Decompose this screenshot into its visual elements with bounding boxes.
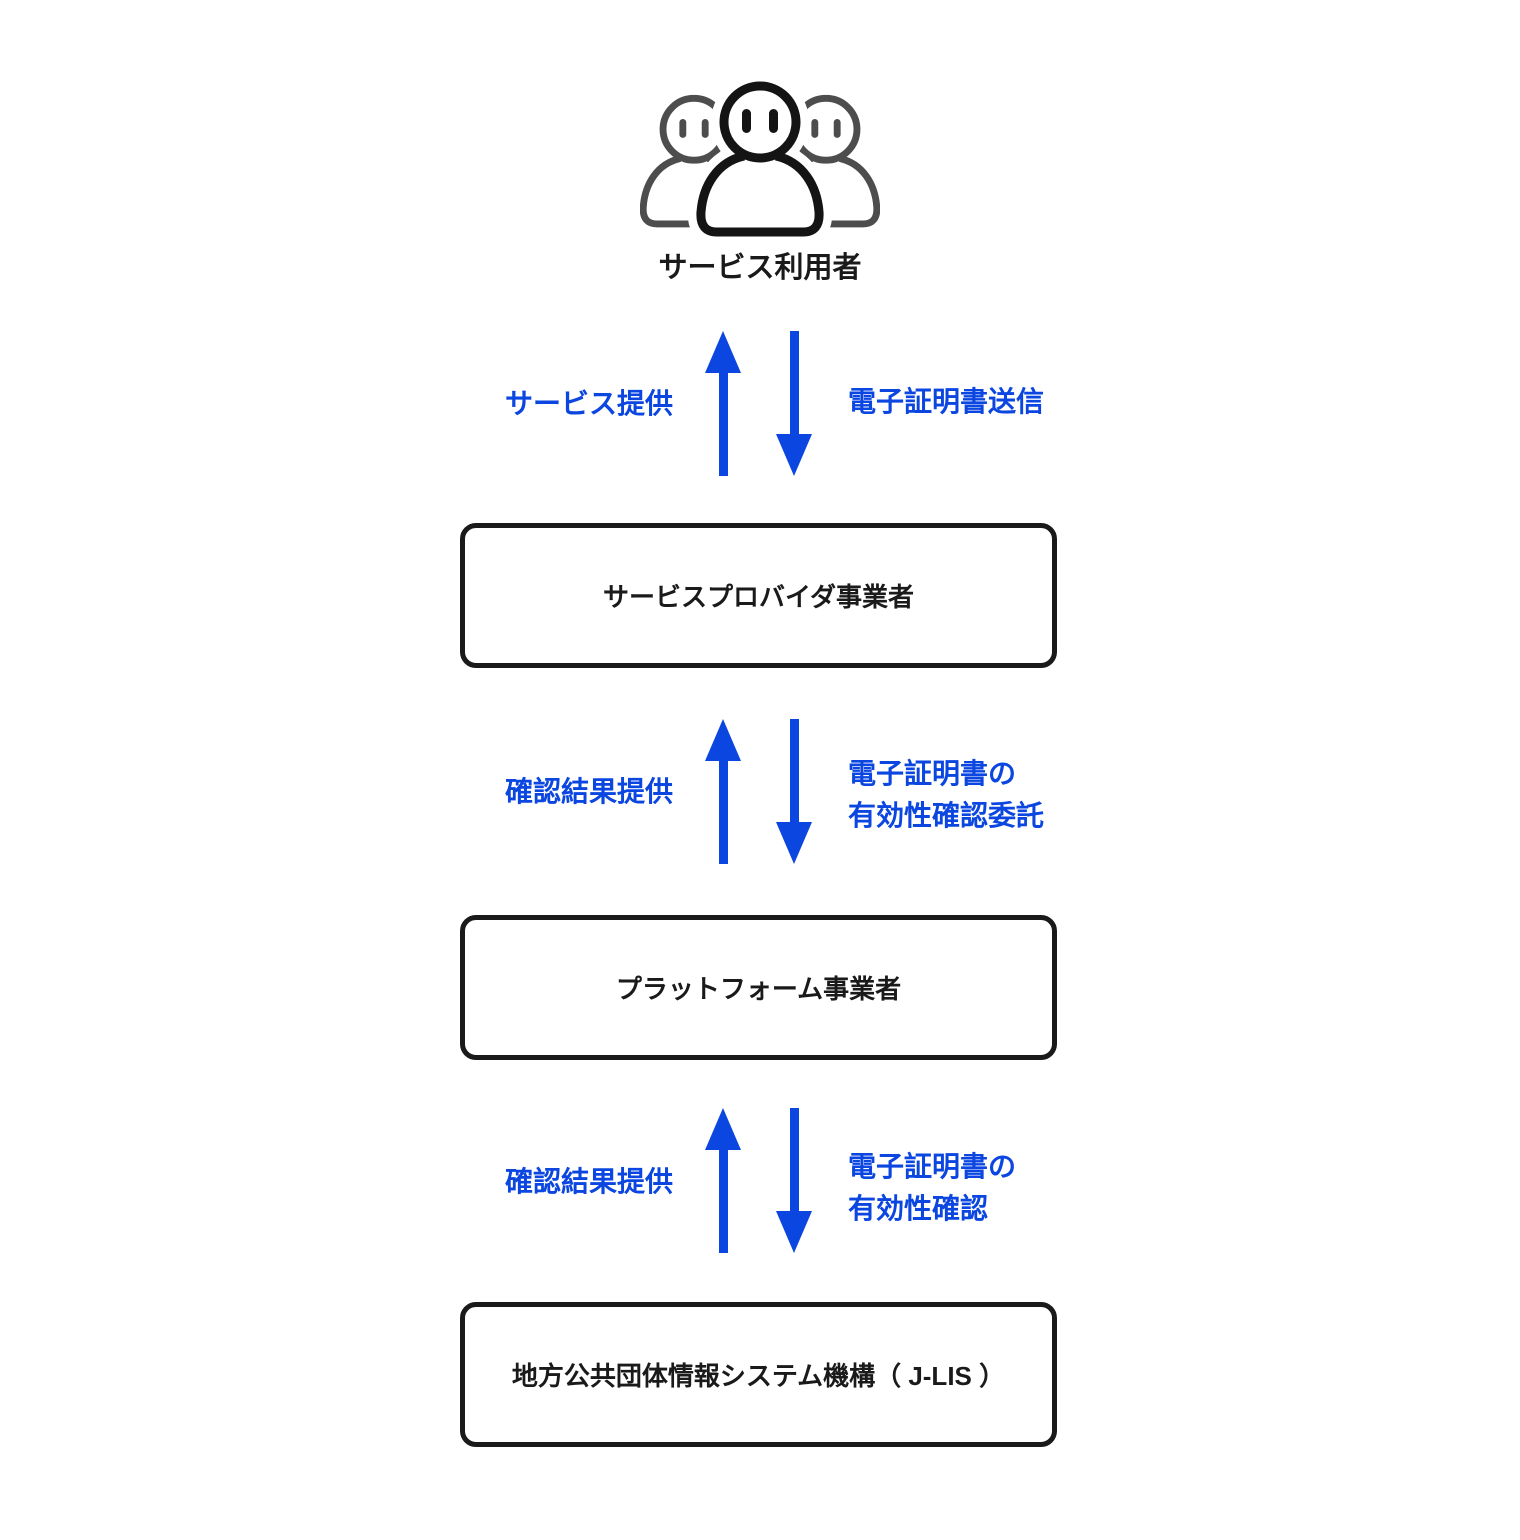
flow3-up-label: 確認結果提供 [504,1166,673,1197]
arrowhead-up-icon [705,331,741,373]
flow1-up-arrow [705,331,741,476]
arrowhead-up-icon [705,719,741,761]
flow1-down-arrow [776,331,812,476]
box-jlis: 地方公共団体情報システム機構（ J-LIS ） [460,1302,1057,1447]
flow1-down-label: 電子証明書送信 [848,386,1045,417]
user-node-label: サービス利用者 [658,252,862,284]
flow3-down-label: 電子証明書の 有効性確認 [848,1151,1017,1224]
flow3-up-arrow [705,1108,741,1253]
flow2-down-arrow [776,719,812,864]
arrowhead-down-icon [776,822,812,864]
arrowhead-down-icon [776,1211,812,1253]
flow1-up-label: サービス提供 [504,388,673,419]
arrowhead-down-icon [776,434,812,476]
flow2-down-label: 電子証明書の 有効性確認委託 [848,758,1045,831]
flow3-down-arrow [776,1108,812,1253]
flow2-up-arrow [705,719,741,864]
box-platform-operator: プラットフォーム事業者 [460,915,1057,1060]
arrowhead-up-icon [705,1108,741,1150]
users-group-icon [640,73,880,240]
box-service-provider: サービスプロバイダ事業者 [460,523,1057,668]
flow2-up-label: 確認結果提供 [504,776,673,807]
